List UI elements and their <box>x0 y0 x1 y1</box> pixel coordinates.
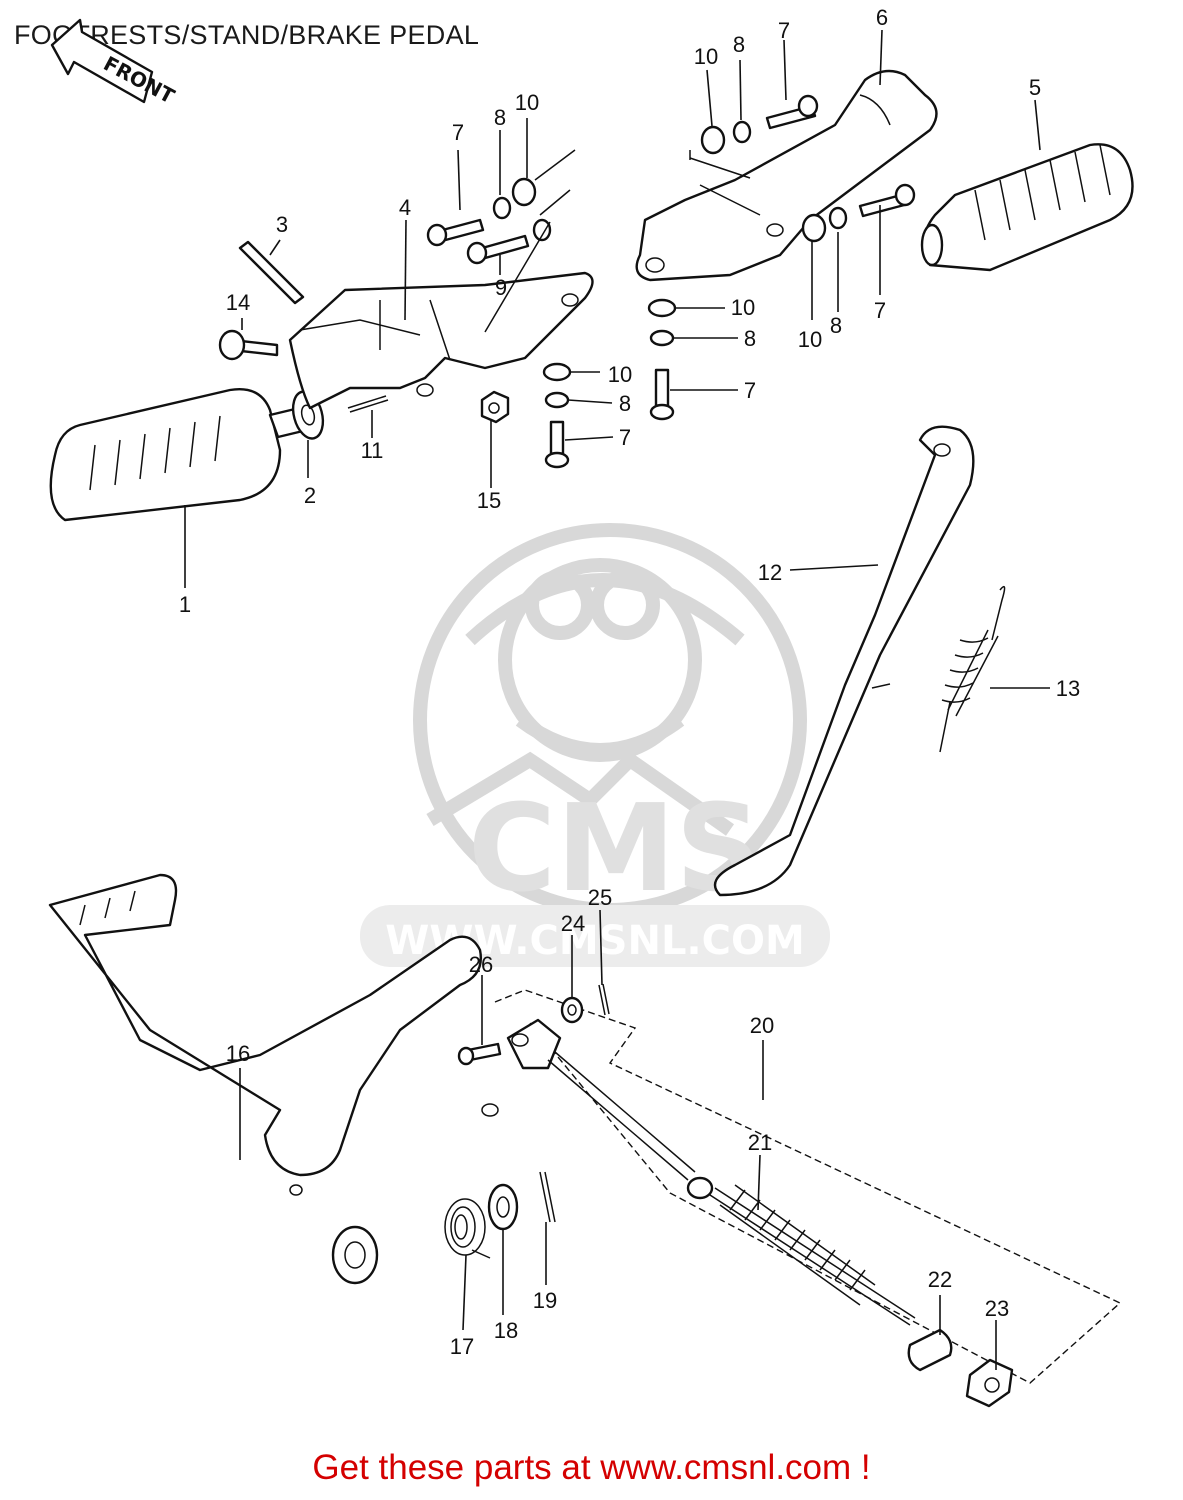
watermark-logo-text: CMS <box>468 780 762 919</box>
part-18-washer <box>487 1183 519 1231</box>
callout-10e: 10 <box>608 362 632 387</box>
callout-19: 19 <box>533 1288 557 1313</box>
callout-numbers: 1 2 3 4 5 6 7 7 7 7 7 8 8 8 8 8 9 10 10 … <box>179 5 1080 1359</box>
callout-14: 14 <box>226 290 250 315</box>
callout-7b: 7 <box>778 18 790 43</box>
part-25-cotter-pin <box>598 983 610 1016</box>
callout-20: 20 <box>750 1013 774 1038</box>
callout-26: 26 <box>469 952 493 977</box>
part-6-bracket <box>635 69 938 282</box>
part-14-bolt <box>218 329 279 361</box>
callout-25: 25 <box>588 885 612 910</box>
part-13-spring <box>939 585 1006 753</box>
callout-7a: 7 <box>452 120 464 145</box>
callout-10b: 10 <box>694 44 718 69</box>
callout-8c: 8 <box>830 313 842 338</box>
callout-4: 4 <box>399 195 411 220</box>
callout-7e: 7 <box>619 425 631 450</box>
part-11-cotter-pin <box>347 395 389 413</box>
callout-2: 2 <box>304 483 316 508</box>
callout-23: 23 <box>985 1296 1009 1321</box>
callout-3: 3 <box>276 212 288 237</box>
callout-15: 15 <box>477 488 501 513</box>
part-16-brake-pedal <box>48 873 499 1285</box>
part-23-adjusting-nut <box>965 1358 1014 1408</box>
callout-7d: 7 <box>744 378 756 403</box>
callout-5: 5 <box>1029 75 1041 100</box>
part-24-washer <box>560 996 584 1024</box>
part-15-nut <box>480 390 510 424</box>
part-22-trunnion <box>907 1328 953 1372</box>
callout-22: 22 <box>928 1267 952 1292</box>
part-12-side-stand <box>713 425 975 897</box>
part-19-cotter-pin <box>539 1171 556 1223</box>
leader-lines <box>184 29 1050 1370</box>
part-20-brake-rod-assembly <box>494 989 1122 1384</box>
part-5-footrest-rubber <box>920 143 1134 272</box>
callout-24: 24 <box>561 911 585 936</box>
callout-8a: 8 <box>494 105 506 130</box>
front-arrow-icon: FRONT <box>50 18 179 108</box>
part-21-rod-spring <box>709 1184 916 1326</box>
callout-18: 18 <box>494 1318 518 1343</box>
part-3-pin <box>238 240 305 305</box>
callout-12: 12 <box>758 560 782 585</box>
callout-8b: 8 <box>733 32 745 57</box>
callout-11: 11 <box>361 438 384 463</box>
part-26-pin <box>457 1042 502 1066</box>
callout-8d: 8 <box>744 326 756 351</box>
part-1-footrest-rubber <box>49 388 305 522</box>
part-4-bracket <box>288 271 594 410</box>
hardware-bolts-washers <box>426 94 916 469</box>
callout-13: 13 <box>1056 676 1080 701</box>
part-17-return-spring <box>444 1198 491 1259</box>
callout-1: 1 <box>179 592 191 617</box>
callout-16: 16 <box>226 1041 250 1066</box>
callout-10c: 10 <box>798 327 822 352</box>
callout-21: 21 <box>748 1130 772 1155</box>
callout-10d: 10 <box>731 295 755 320</box>
callout-8e: 8 <box>619 391 631 416</box>
callout-17: 17 <box>450 1334 474 1359</box>
callout-10a: 10 <box>515 90 539 115</box>
callout-9: 9 <box>495 275 507 300</box>
cta-link[interactable]: Get these parts at www.cmsnl.com ! <box>312 1448 871 1487</box>
callout-7c: 7 <box>874 298 886 323</box>
callout-6: 6 <box>876 5 888 30</box>
